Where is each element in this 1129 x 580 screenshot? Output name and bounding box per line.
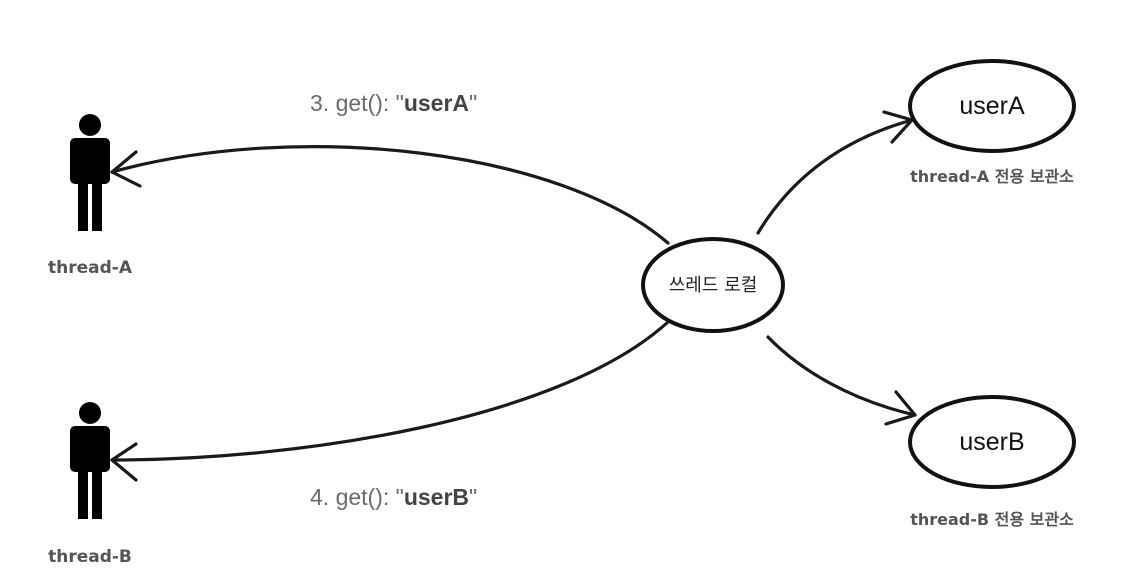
store-user-b: userB thread-B 전용 보관소 bbox=[908, 395, 1076, 529]
arrow-center-to-thread-a bbox=[110, 145, 670, 245]
store-caption: thread-B 전용 보관소 bbox=[910, 510, 1074, 529]
store-caption: thread-A 전용 보관소 bbox=[910, 167, 1074, 186]
store-value: userA bbox=[959, 92, 1025, 120]
person-icon bbox=[70, 402, 110, 519]
thread-local-node: 쓰레드 로컬 bbox=[641, 237, 785, 333]
edge-label-prefix: 4. get(): " bbox=[310, 484, 404, 510]
edge-label-prefix: 3. get(): " bbox=[310, 90, 404, 116]
edge-label-get-user-b: 4. get(): "userB" bbox=[310, 484, 477, 510]
actor-label: thread-A bbox=[48, 258, 133, 278]
edge-label-suffix: " bbox=[469, 90, 477, 116]
actor-thread-a: thread-A bbox=[48, 114, 133, 278]
edge-label-value: userA bbox=[404, 90, 469, 116]
actor-thread-b: thread-B bbox=[48, 402, 132, 567]
edge-label-get-user-a: 3. get(): "userA" bbox=[310, 90, 477, 116]
edge-label-value: userB bbox=[404, 484, 469, 510]
arrow-center-to-user-a bbox=[756, 110, 914, 235]
arrow-center-to-user-b bbox=[766, 335, 917, 426]
actor-label: thread-B bbox=[48, 547, 132, 567]
store-user-a: userA thread-A 전용 보관소 bbox=[908, 59, 1076, 186]
thread-local-label: 쓰레드 로컬 bbox=[669, 275, 758, 296]
edge-label-suffix: " bbox=[469, 484, 477, 510]
person-icon bbox=[70, 114, 110, 231]
store-value: userB bbox=[959, 428, 1024, 456]
arrow-center-to-thread-b bbox=[110, 320, 670, 482]
